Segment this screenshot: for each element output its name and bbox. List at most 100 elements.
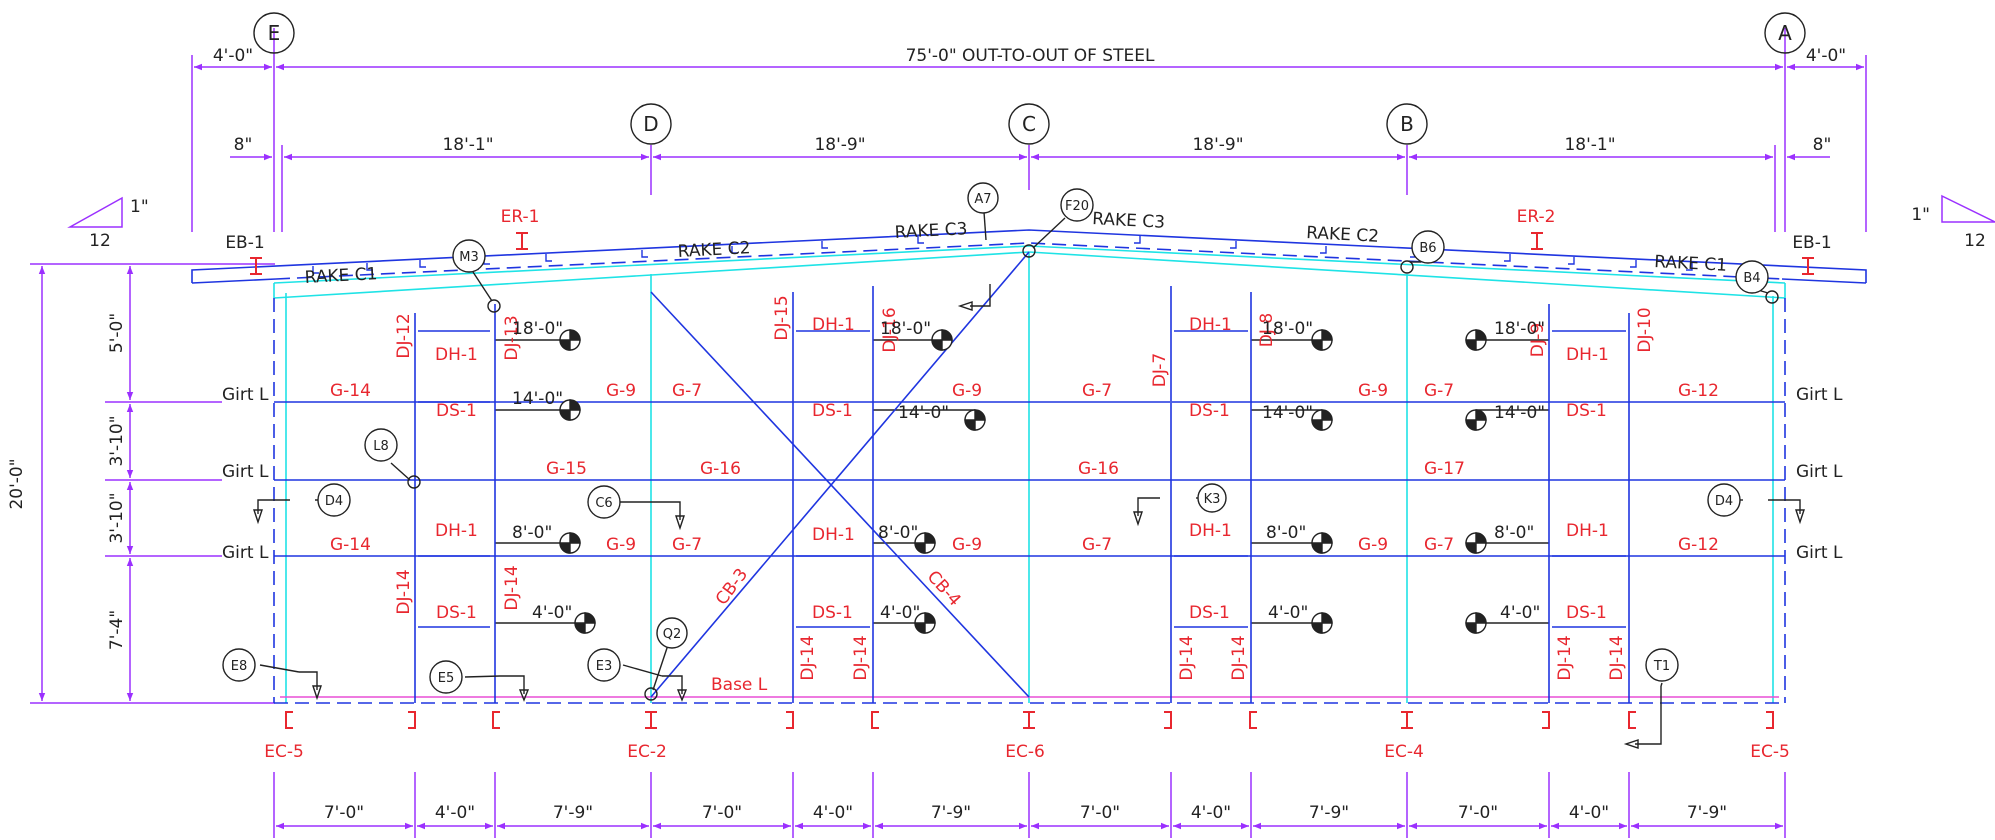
- girt-mark: G-16: [1078, 459, 1119, 479]
- jamb-mark: DJ-14: [1229, 635, 1249, 680]
- detail-bubble-label: B6: [1419, 241, 1436, 256]
- elevation-label: 8'-0": [1494, 523, 1534, 543]
- purlin-clips: [312, 236, 1746, 274]
- door-mark: DS-1: [812, 603, 853, 623]
- detail-bubble-label: D4: [325, 494, 343, 509]
- jamb-mark: DJ-12: [394, 313, 414, 358]
- rake-label: RAKE C1: [1654, 252, 1728, 276]
- bottom-dim: 7'-0": [324, 803, 364, 823]
- girt-mark: G-9: [606, 381, 636, 401]
- door-mark: DS-1: [1189, 603, 1230, 623]
- elevation-label: 8'-0": [512, 523, 552, 543]
- elevation-marker-icon: [1311, 612, 1333, 634]
- jamb-mark: DJ-14: [1177, 635, 1197, 680]
- girt-mark: G-9: [952, 381, 982, 401]
- girt-mark: G-12: [1678, 381, 1719, 401]
- elevation-label: 4'-0": [880, 603, 920, 623]
- door-mark: DH-1: [435, 345, 478, 365]
- detail-bubble-label: E8: [231, 659, 248, 674]
- girt-label: Girt L: [1796, 462, 1843, 482]
- rake-label: RAKE C1: [304, 264, 378, 288]
- jamb-mark: DJ-10: [1635, 307, 1655, 352]
- elevation-marker-icon: [1465, 532, 1487, 554]
- height-total-label: 20'-0": [7, 458, 27, 509]
- bottom-dimension-labels: 7'-0" 4'-0" 7'-9" 7'-0" 4'-0" 7'-9" 7'-0…: [324, 803, 1727, 823]
- bay-dimension: 8": [1813, 135, 1832, 155]
- detail-bubble-label: K3: [1204, 492, 1221, 507]
- girt-label: Girt L: [222, 385, 269, 405]
- girt-mark: G-12: [1678, 535, 1719, 555]
- height-segment-label: 3'-10": [107, 415, 127, 466]
- bay-dimension: 18'-1": [442, 135, 493, 155]
- brace-label: CB-4: [923, 567, 965, 610]
- girt-mark: G-14: [330, 381, 371, 401]
- girt-mark: G-17: [1424, 459, 1465, 479]
- detail-bubble-label: M3: [459, 250, 479, 265]
- door-mark: DH-1: [435, 521, 478, 541]
- beam-section-icons: [250, 232, 1814, 275]
- door-mark-labels: DH-1 DH-1 DH-1 DH-1 DS-1 DS-1 DS-1 DS-1 …: [435, 315, 1609, 623]
- height-segment-label: 7'-4": [107, 610, 127, 650]
- bottom-dim: 7'-9": [553, 803, 593, 823]
- elevation-label: 14'-0": [512, 389, 563, 409]
- beam-label: EB-1: [225, 233, 264, 253]
- elevation-label: 14'-0": [898, 403, 949, 423]
- gridline-label-c: C: [1022, 112, 1036, 136]
- door-mark: DS-1: [436, 603, 477, 623]
- height-segment-label: 5'-0": [107, 313, 127, 353]
- detail-bubble-label: T1: [1653, 659, 1670, 674]
- detail-bubble-label: E5: [438, 671, 455, 686]
- door-jambs: [414, 286, 1630, 703]
- girt-mark: G-7: [1424, 535, 1454, 555]
- detail-bubble-label: F20: [1065, 199, 1089, 214]
- elevation-label: 14'-0": [1262, 403, 1313, 423]
- girt-mark: G-7: [1082, 381, 1112, 401]
- elevation-marker-icon: [1311, 329, 1333, 351]
- bottom-dim: 4'-0": [1191, 803, 1231, 823]
- jamb-mark: DJ-14: [1555, 635, 1575, 680]
- elevation-label: 14'-0": [1494, 403, 1545, 423]
- bottom-dim: 7'-9": [1309, 803, 1349, 823]
- bay-dimension: 18'-9": [814, 135, 865, 155]
- elevation-marker-icon: [914, 612, 936, 634]
- elevation-marker-icon: [559, 329, 581, 351]
- jamb-mark: DJ-9: [1528, 323, 1548, 357]
- rake-label: RAKE C2: [1306, 223, 1380, 247]
- bottom-dim: 7'-9": [931, 803, 971, 823]
- girt-mark: G-7: [1424, 381, 1454, 401]
- jamb-mark: DJ-7: [1150, 353, 1170, 387]
- girt-mark: G-7: [1082, 535, 1112, 555]
- elevation-marker-icon: [559, 532, 581, 554]
- girt-label: Girt L: [1796, 385, 1843, 405]
- girt-mark-labels: G-14 G-9 G-7 G-9 G-7 G-9 G-7 G-12 G-15 G…: [330, 381, 1719, 555]
- beam-label: ER-1: [501, 207, 540, 227]
- door-mark: DS-1: [1566, 401, 1607, 421]
- elevation-marker-icon: [1311, 409, 1333, 431]
- girt-mark: G-14: [330, 535, 371, 555]
- elevation-label: 18'-0": [1262, 319, 1313, 339]
- elevation-marker-icon: [931, 329, 953, 351]
- gridline-bubbles: [253, 12, 1806, 145]
- door-mark: DS-1: [812, 401, 853, 421]
- girt-mark: G-9: [606, 535, 636, 555]
- girt-mark: G-7: [672, 535, 702, 555]
- jamb-mark: DJ-14: [394, 569, 414, 614]
- dimension-lines: [30, 28, 1867, 838]
- overall-dimension-label: 75'-0" OUT-TO-OUT OF STEEL: [906, 46, 1155, 66]
- girt-mark: G-7: [672, 381, 702, 401]
- gridline-label-d: D: [643, 112, 658, 136]
- jamb-mark: DJ-15: [772, 295, 792, 340]
- detail-bubble-label: L8: [373, 439, 389, 454]
- door-mark: DS-1: [1566, 603, 1607, 623]
- girt-label: Girt L: [222, 462, 269, 482]
- girt-mark: G-9: [952, 535, 982, 555]
- beam-label: ER-2: [1517, 207, 1556, 227]
- elevation-label: 18'-0": [880, 319, 931, 339]
- bay-dimension: 8": [234, 135, 253, 155]
- detail-bubble-label: A7: [974, 192, 991, 207]
- jamb-mark: DJ-14: [502, 565, 522, 610]
- gridline-label-b: B: [1400, 112, 1414, 136]
- girt-mark: G-9: [1358, 381, 1388, 401]
- bottom-dim: 4'-0": [435, 803, 475, 823]
